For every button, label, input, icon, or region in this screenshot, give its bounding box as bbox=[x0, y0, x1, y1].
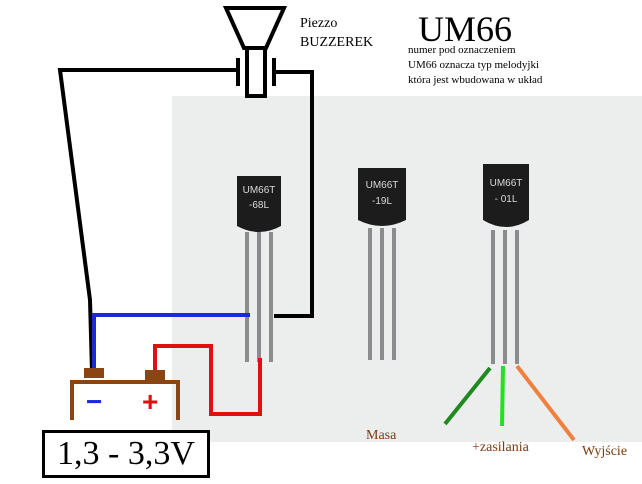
piezzo-label: Piezzo bbox=[300, 16, 338, 31]
wire-red bbox=[153, 344, 262, 416]
transistor-3-body bbox=[483, 164, 529, 227]
buzzer-symbol bbox=[222, 6, 288, 98]
wire-black-right bbox=[274, 70, 314, 318]
battery-symbol bbox=[70, 368, 180, 420]
photo-background bbox=[172, 96, 642, 442]
transistor-2-leads bbox=[368, 228, 396, 360]
transistor-2-body bbox=[358, 168, 406, 226]
transistor-2-label-2: -19L bbox=[372, 196, 392, 207]
lead-zasilania bbox=[500, 365, 505, 427]
transistor-3-label-1: UM66T bbox=[490, 178, 523, 189]
transistor-1-label-1: UM66T bbox=[243, 185, 276, 196]
battery-minus-sign: − bbox=[86, 386, 103, 417]
transistor-3-leads bbox=[491, 230, 519, 364]
transistor-3-label-2: - 01L bbox=[495, 194, 518, 205]
buzzerek-label: BUZZEREK bbox=[300, 35, 374, 50]
wyjscie-label: Wyjście bbox=[582, 444, 628, 459]
transistor-1-label-2: -68L bbox=[249, 200, 269, 211]
masa-label: Masa bbox=[366, 428, 397, 443]
transistor-2-label-1: UM66T bbox=[366, 180, 399, 191]
lead-wyjscie bbox=[515, 364, 576, 442]
page-title: UM66 bbox=[418, 9, 513, 49]
transistor-1-body bbox=[237, 176, 281, 232]
wire-black-left bbox=[57, 68, 240, 373]
voltage-label: 1,3 - 3,3V bbox=[42, 430, 210, 478]
note-line-1: numer pod oznaczeniem bbox=[408, 44, 516, 56]
note-line-2: UM66 oznacza typ melodyjki bbox=[408, 59, 540, 71]
zasilania-label: +zasilania bbox=[472, 440, 529, 455]
battery-plus-sign: + bbox=[142, 386, 159, 417]
note-line-3: która jest wbudowana w układ bbox=[408, 74, 543, 86]
transistor-1-leads bbox=[245, 232, 273, 362]
lead-masa bbox=[443, 366, 492, 426]
wire-blue bbox=[92, 313, 250, 374]
